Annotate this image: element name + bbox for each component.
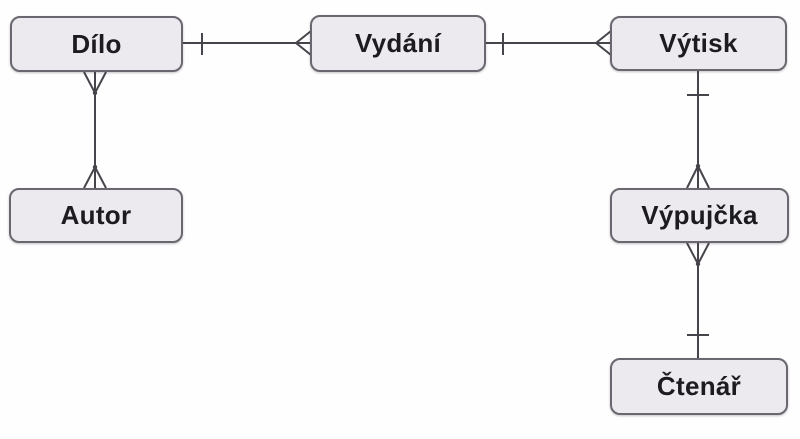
entity-vytisk: Výtisk xyxy=(610,16,787,71)
entity-dilo-label: Dílo xyxy=(71,28,122,59)
entity-ctenar: Čtenář xyxy=(610,358,788,415)
joint-dot xyxy=(695,163,701,169)
entity-vydani-label: Vydání xyxy=(354,28,442,58)
connector-vypujcka-ctenar xyxy=(686,242,710,358)
entity-ctenar-label: Čtenář xyxy=(656,371,742,401)
connector-dilo-vydani xyxy=(183,30,312,56)
entity-dilo: Dílo xyxy=(10,16,183,72)
entity-vypujcka: Výpujčka xyxy=(610,188,789,243)
crows-foot-icon xyxy=(294,30,312,56)
crows-foot-icon xyxy=(594,30,612,56)
entity-vypujcka-label: Výpujčka xyxy=(641,200,758,230)
entity-vydani: Vydání xyxy=(310,15,486,72)
connector-dilo-autor xyxy=(83,71,107,189)
entity-autor-label: Autor xyxy=(60,200,132,230)
joint-dot xyxy=(92,90,98,96)
entity-vytisk-label: Výtisk xyxy=(659,28,738,58)
connector-vydani-vytisk xyxy=(486,30,612,56)
joint-dot xyxy=(695,261,701,267)
connector-vytisk-vypujcka xyxy=(686,71,710,189)
entity-autor: Autor xyxy=(9,188,183,243)
joint-dot xyxy=(92,164,98,170)
